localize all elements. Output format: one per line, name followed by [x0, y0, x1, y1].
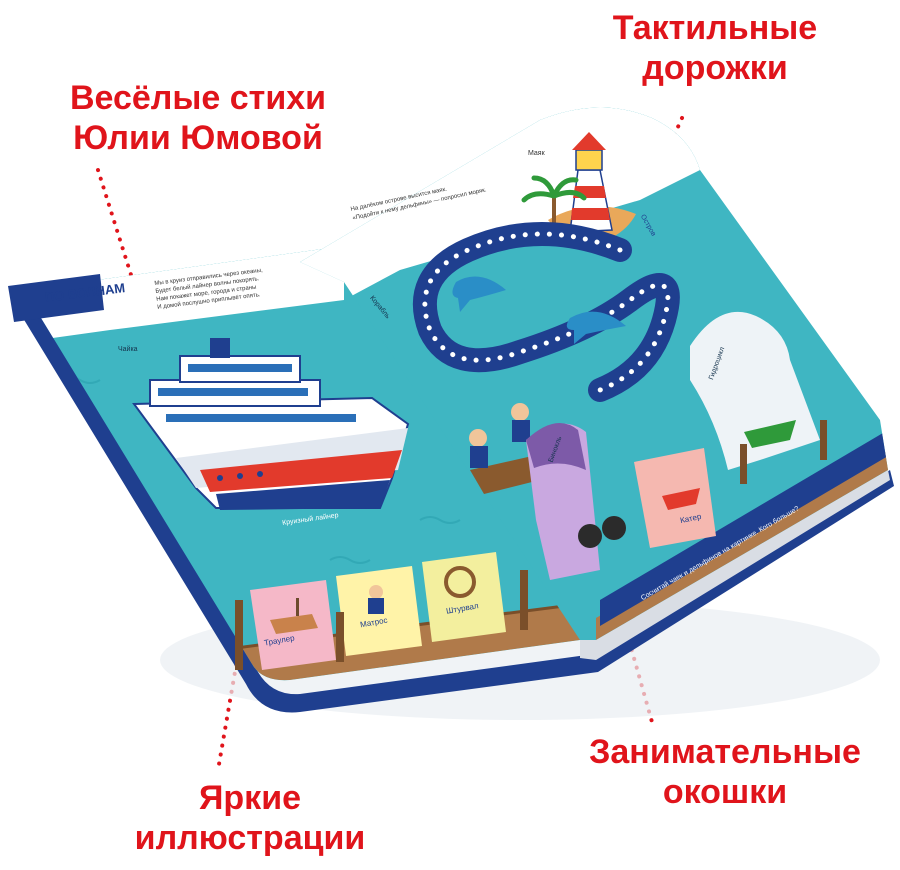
callout-poems: Весёлые стихи Юлии Юмовой [48, 78, 348, 158]
label-lighthouse: Маяк [528, 150, 545, 157]
callout-illustrations-line1: Яркие [198, 779, 302, 817]
callout-poems-line2: Юлии Юмовой [73, 119, 323, 157]
book-page-edge [580, 470, 890, 660]
callout-tactile-line1: Тактильные [612, 9, 818, 47]
callout-tactile: Тактильные дорожки [590, 8, 840, 88]
callout-poems-line1: Весёлые стихи [69, 79, 327, 117]
callout-windows: Занимательные окошки [560, 732, 890, 812]
callout-windows-line1: Занимательные [589, 733, 861, 771]
callout-tactile-line2: дорожки [642, 49, 788, 87]
callout-illustrations: Яркие иллюстрации [100, 778, 400, 858]
right-windows [526, 311, 820, 580]
left-page-tab [8, 274, 104, 322]
cruise-liner [132, 338, 410, 510]
label-gull: Чайка [118, 346, 138, 353]
palm-tree [521, 175, 587, 232]
callout-illustrations-line2: иллюстрации [134, 819, 366, 857]
callout-windows-line2: окошки [662, 773, 788, 811]
left-windows [250, 552, 506, 670]
dolphins [452, 276, 626, 344]
